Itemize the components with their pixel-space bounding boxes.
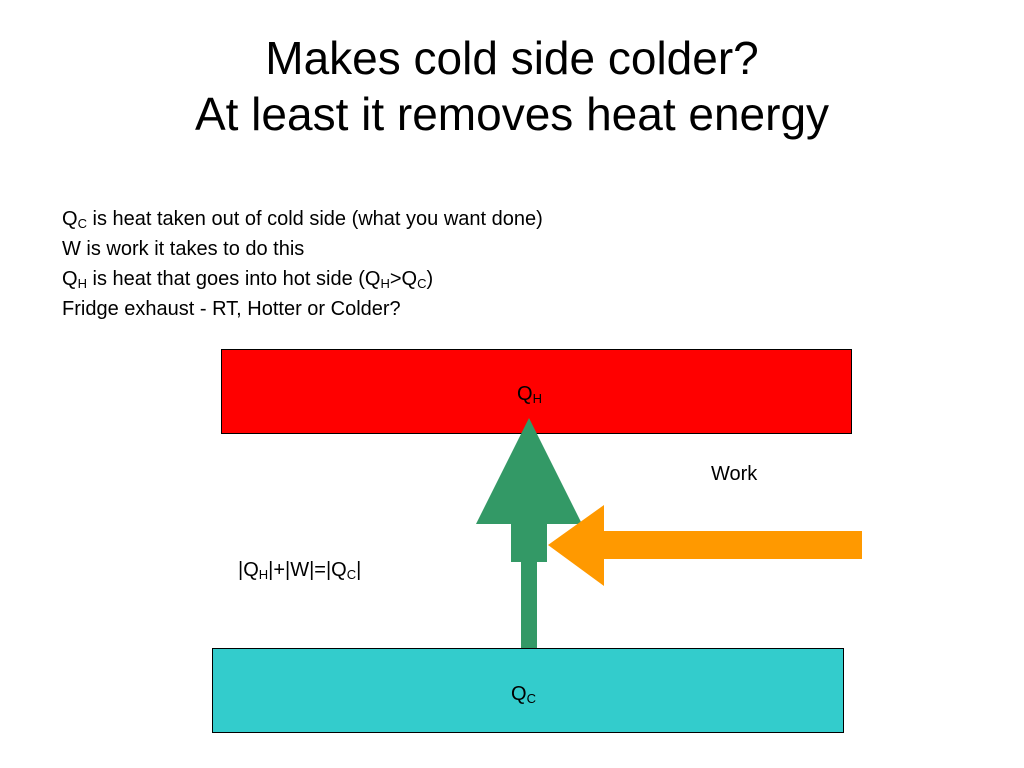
note-work: W is work it takes to do this [62, 238, 305, 260]
note-qc: QC is heat taken out of cold side (what … [62, 204, 543, 234]
note-qc-subscript: C [77, 216, 87, 231]
note-qh: QH is heat that goes into hot side (QH>Q… [62, 264, 543, 294]
hot-label-subscript: H [532, 391, 542, 406]
note-qh-subscript: H [77, 276, 87, 291]
note-qc-text: is heat taken out of cold side (what you… [86, 208, 543, 230]
heat-flow-arrow [476, 418, 582, 648]
work-label: Work [711, 463, 758, 485]
note-qh-text: is heat that goes into hot side (Q [86, 268, 381, 290]
notes-list: QC is heat taken out of cold side (what … [62, 204, 543, 324]
hot-reservoir-label: QH [517, 382, 542, 406]
work-arrow [548, 505, 862, 586]
note-qh-symbol: Q [62, 268, 78, 290]
note-qh-subscript-2: H [380, 276, 390, 291]
equation-part-3: | [356, 559, 362, 581]
title-line-2: At least it removes heat energy [194, 88, 830, 140]
equation-subscript-c: C [346, 567, 357, 582]
cold-label-subscript: C [526, 691, 536, 706]
note-qc-symbol: Q [62, 208, 78, 230]
energy-equation: |QH|+|W|=|QC| [238, 558, 361, 582]
cold-label-symbol: Q [511, 683, 527, 705]
slide-title: Makes cold side colder? At least it remo… [0, 30, 1024, 142]
equation-part-1: |Q [238, 559, 259, 581]
title-line-1: Makes cold side colder? [265, 32, 759, 84]
equation-subscript-h: H [258, 567, 269, 582]
note-qh-compare: >Q [389, 268, 418, 290]
cold-reservoir-label: QC [511, 682, 536, 706]
cold-reservoir [212, 648, 844, 733]
hot-label-symbol: Q [517, 383, 533, 405]
note-qh-subscript-3: C [417, 276, 427, 291]
hot-reservoir [221, 349, 852, 434]
note-qh-close: ) [426, 268, 434, 290]
equation-part-2: |+|W|=|Q [268, 559, 347, 581]
note-exhaust: Fridge exhaust - RT, Hotter or Colder? [62, 298, 401, 320]
